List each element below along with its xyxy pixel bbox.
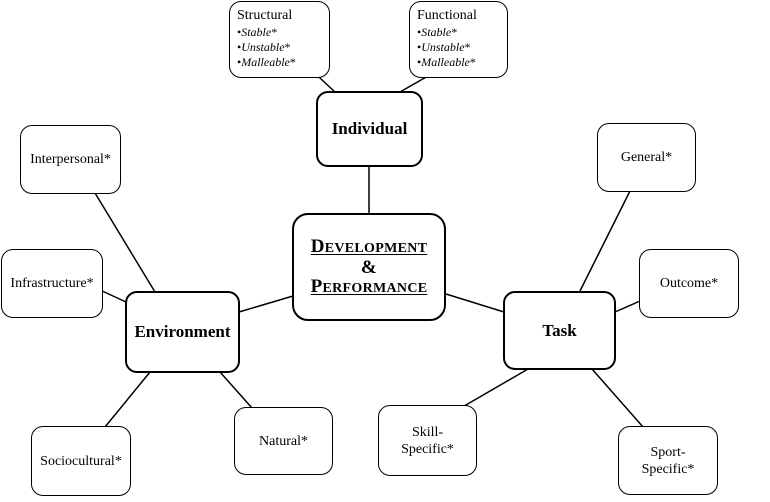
structural-title: Structural — [237, 8, 293, 23]
link-individual-functional — [399, 75, 429, 93]
link-center-environment — [238, 295, 294, 313]
link-environment-infrastructure — [99, 289, 127, 303]
center-line2: PERFORMANCE — [310, 275, 428, 297]
functional-item-stable: •Stable* — [417, 25, 458, 39]
infrastructure-box: Infrastructure* — [1, 249, 103, 318]
link-task-skill — [458, 368, 529, 410]
outcome-box: Outcome* — [639, 249, 739, 318]
structural-box: Structural •Stable* •Unstable* •Malleabl… — [229, 1, 330, 78]
functional-item-malleable: •Malleable* — [417, 55, 476, 69]
link-environment-interpersonal — [94, 192, 156, 293]
link-center-task — [445, 293, 505, 313]
link-task-outcome — [614, 300, 641, 313]
sociocultural-box: Sociocultural* — [31, 426, 131, 496]
link-environment-natural — [219, 371, 253, 409]
sport-specific-box: Sport- Specific* — [618, 426, 718, 495]
structural-item-unstable: •Unstable* — [237, 40, 291, 54]
functional-title: Functional — [417, 8, 477, 23]
functional-box: Functional •Stable* •Unstable* •Malleabl… — [409, 1, 508, 78]
functional-item-unstable: •Unstable* — [417, 40, 471, 54]
individual-node: Individual — [316, 91, 423, 167]
task-node: Task — [503, 291, 616, 370]
center-line1: DEVELOPMENT — [310, 235, 428, 257]
link-task-sport — [591, 368, 644, 428]
structural-item-stable: •Stable* — [237, 25, 278, 39]
center-ampersand: & — [360, 256, 378, 278]
interpersonal-box: Interpersonal* — [20, 125, 121, 194]
natural-box: Natural* — [234, 407, 333, 475]
link-environment-sociocultural — [104, 371, 151, 428]
structural-item-malleable: •Malleable* — [237, 55, 296, 69]
link-task-general — [579, 190, 631, 292]
center-node: DEVELOPMENT & PERFORMANCE — [292, 213, 446, 321]
general-box: General* — [597, 123, 696, 192]
environment-node: Environment — [125, 291, 240, 373]
skill-specific-box: Skill- Specific* — [378, 405, 477, 476]
